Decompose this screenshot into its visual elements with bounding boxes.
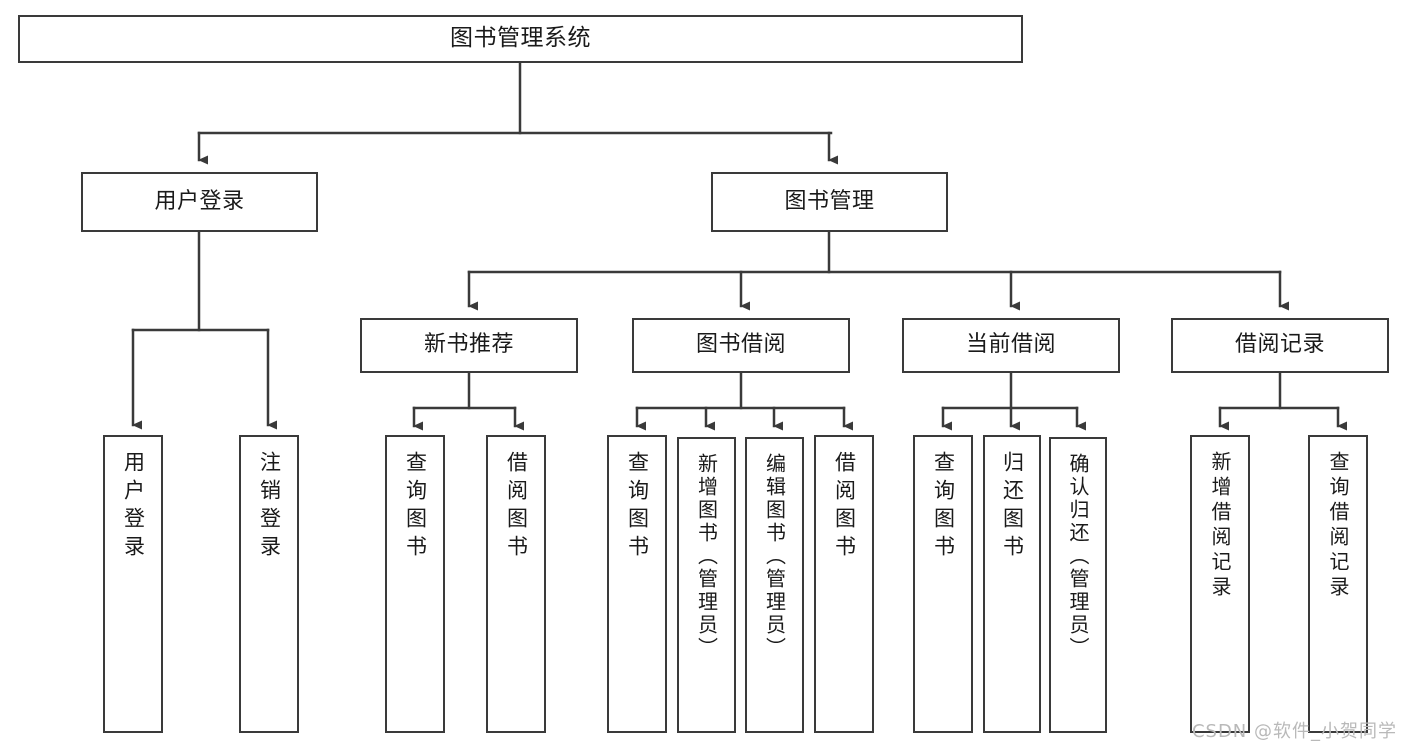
leaf-user-logout[interactable]: 注销登录 bbox=[239, 435, 299, 733]
watermark-text: CSDN @软件_小贺同学 bbox=[1191, 721, 1397, 742]
node-label: 注销登录 bbox=[257, 451, 282, 563]
node-label: 新增借阅记录 bbox=[1208, 451, 1232, 601]
leaf-confirm-return-admin[interactable]: 确认归还（管理员） bbox=[1049, 437, 1107, 733]
node-label: 查询借阅记录 bbox=[1326, 451, 1350, 601]
leaf-borrow-book-borrow[interactable]: 借阅图书 bbox=[814, 435, 874, 733]
leaf-edit-book-admin[interactable]: 编辑图书（管理员） bbox=[745, 437, 804, 733]
node-label: 借阅图书 bbox=[832, 451, 857, 563]
node-label: 借阅图书 bbox=[504, 451, 529, 563]
leaf-query-book-recommend[interactable]: 查询图书 bbox=[385, 435, 445, 733]
leaf-query-borrow-record[interactable]: 查询借阅记录 bbox=[1308, 435, 1368, 733]
node-borrow-record[interactable]: 借阅记录 bbox=[1171, 318, 1389, 373]
node-label: 新书推荐 bbox=[423, 332, 514, 358]
node-label: 查询图书 bbox=[625, 451, 650, 563]
node-label: 图书管理 bbox=[784, 188, 875, 214]
node-new-book-recommend[interactable]: 新书推荐 bbox=[360, 318, 578, 373]
node-label: 借阅记录 bbox=[1234, 332, 1325, 358]
node-book-manage[interactable]: 图书管理 bbox=[711, 172, 948, 232]
node-book-borrow[interactable]: 图书借阅 bbox=[632, 318, 850, 373]
node-label: 当前借阅 bbox=[965, 332, 1056, 358]
node-label: 新增图书（管理员） bbox=[694, 453, 719, 660]
node-root-system[interactable]: 图书管理系统 bbox=[18, 15, 1023, 63]
leaf-return-book[interactable]: 归还图书 bbox=[983, 435, 1041, 733]
leaf-user-login[interactable]: 用户登录 bbox=[103, 435, 163, 733]
node-label: 编辑图书（管理员） bbox=[762, 453, 787, 660]
leaf-query-book-current[interactable]: 查询图书 bbox=[913, 435, 973, 733]
leaf-add-borrow-record[interactable]: 新增借阅记录 bbox=[1190, 435, 1250, 733]
node-label: 确认归还（管理员） bbox=[1066, 453, 1090, 660]
node-user-login[interactable]: 用户登录 bbox=[81, 172, 318, 232]
node-label: 图书管理系统 bbox=[450, 25, 591, 52]
leaf-query-book-borrow[interactable]: 查询图书 bbox=[607, 435, 667, 733]
node-label: 查询图书 bbox=[931, 451, 956, 563]
node-label: 查询图书 bbox=[403, 451, 428, 563]
leaf-add-book-admin[interactable]: 新增图书（管理员） bbox=[677, 437, 736, 733]
node-label: 用户登录 bbox=[121, 451, 146, 563]
node-label: 用户登录 bbox=[154, 188, 245, 214]
leaf-borrow-book-recommend[interactable]: 借阅图书 bbox=[486, 435, 546, 733]
node-current-borrow[interactable]: 当前借阅 bbox=[902, 318, 1120, 373]
node-label: 图书借阅 bbox=[695, 332, 786, 358]
node-label: 归还图书 bbox=[1000, 451, 1025, 563]
